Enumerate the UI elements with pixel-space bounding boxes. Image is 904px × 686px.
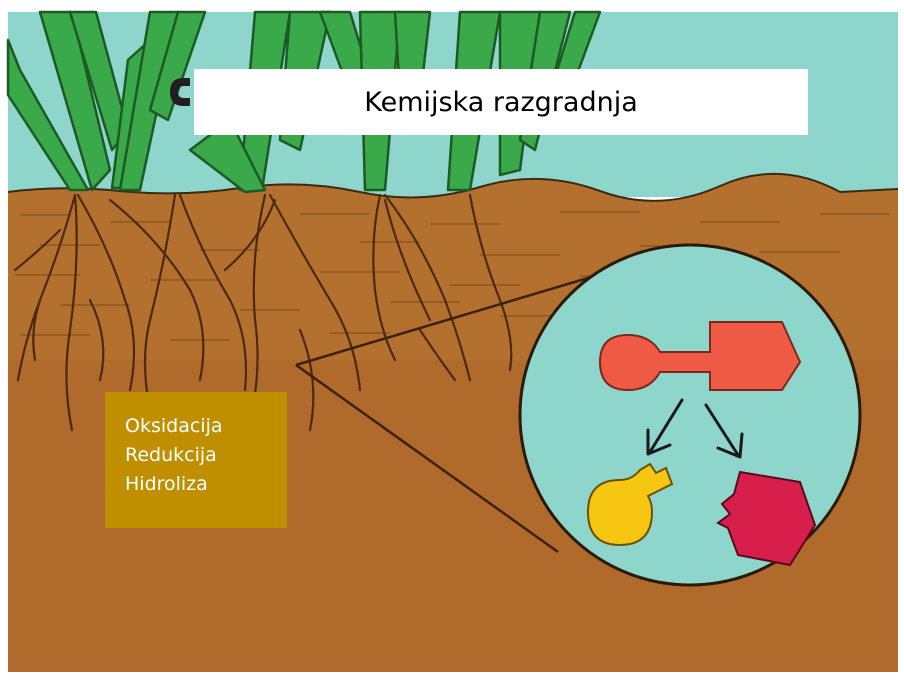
process-item-oxidation: Oksidacija <box>125 412 287 441</box>
title-box: Kemijska razgradnja <box>194 69 808 135</box>
page-title: Kemijska razgradnja <box>364 87 638 118</box>
process-item-reduction: Redukcija <box>125 441 287 470</box>
process-list-box: Oksidacija Redukcija Hidroliza <box>105 392 287 528</box>
process-item-hydrolysis: Hidroliza <box>125 470 287 499</box>
